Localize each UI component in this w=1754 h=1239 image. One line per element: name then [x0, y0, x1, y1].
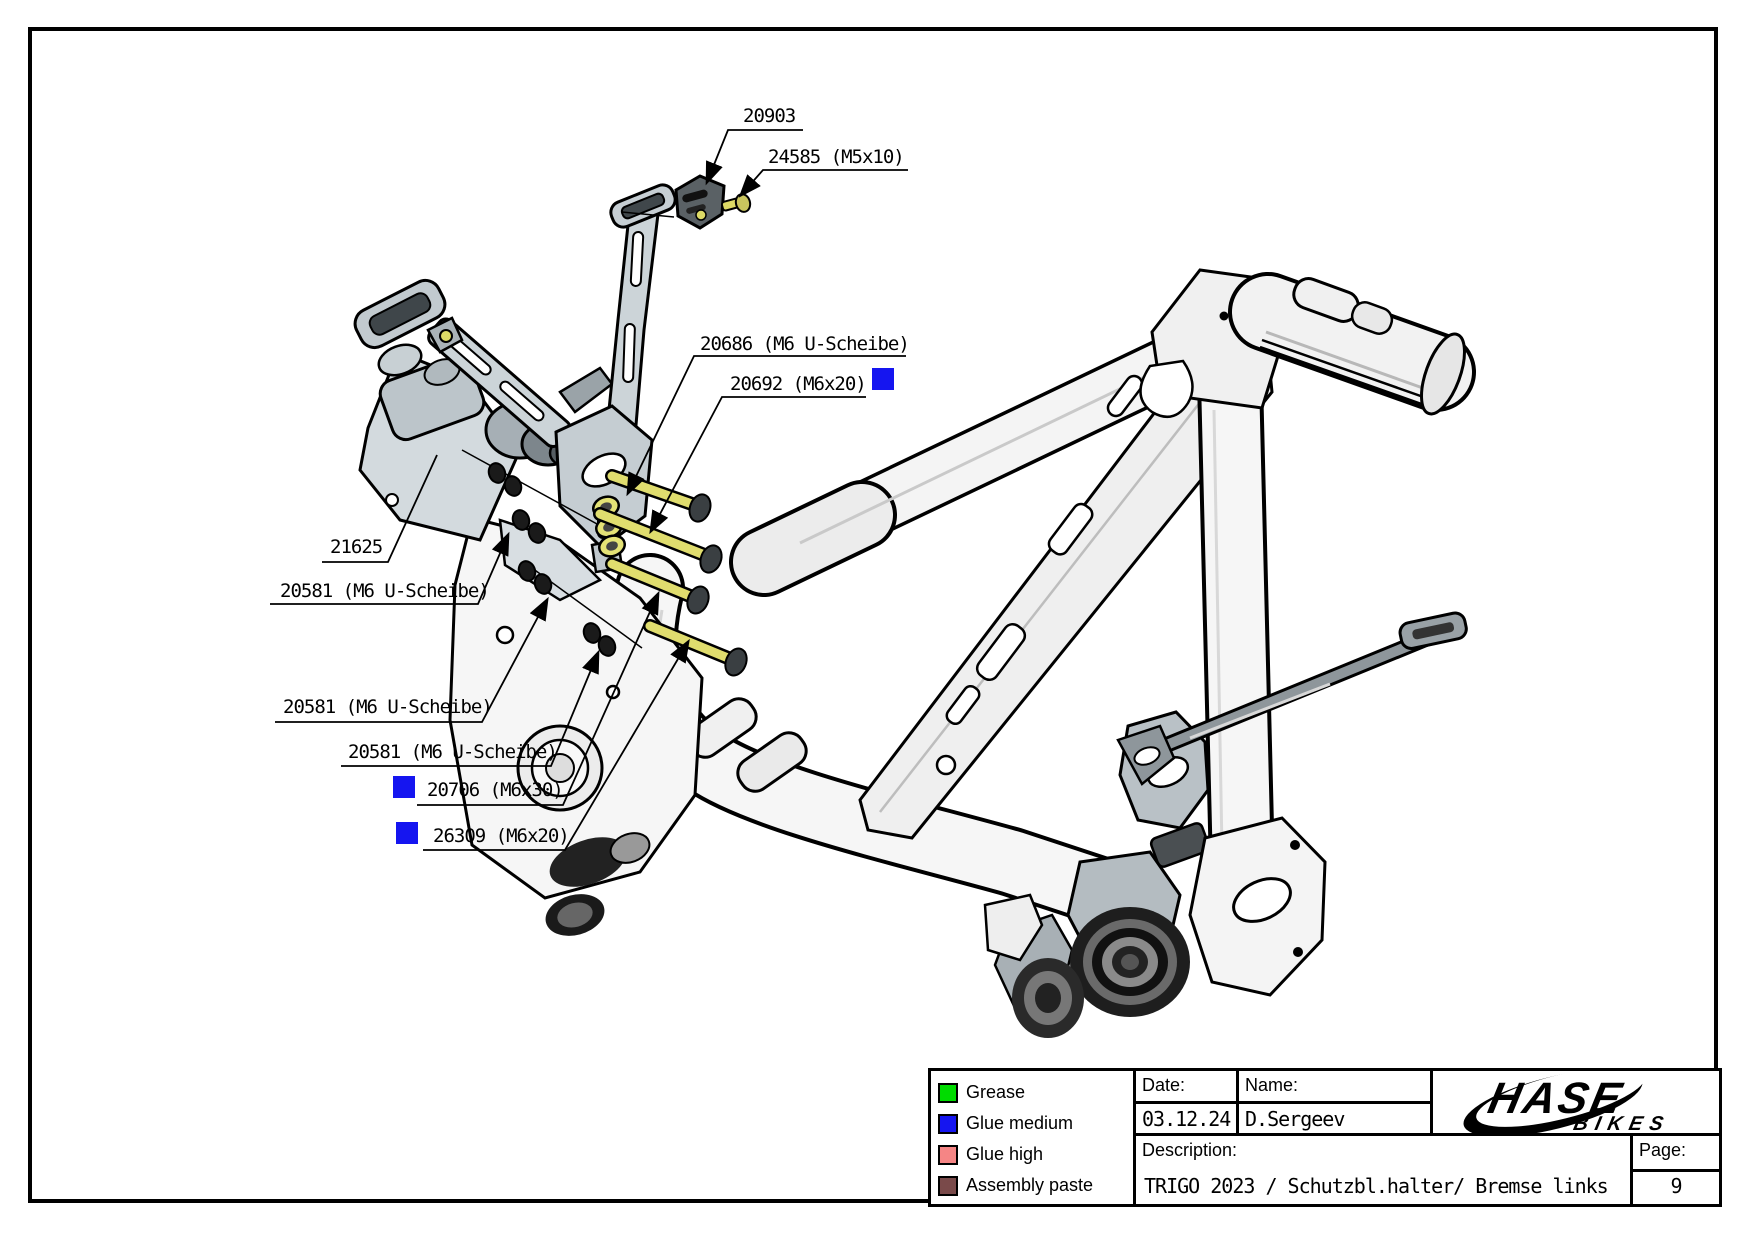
legend-label: Assembly paste	[966, 1175, 1094, 1195]
label-20903: 20903	[743, 105, 796, 127]
legend: Grease Glue medium Glue high Assembly pa…	[931, 1071, 1136, 1204]
glue-medium-swatch	[872, 368, 894, 390]
washers	[461, 449, 643, 657]
label-24585: 24585 (M5x10)	[768, 146, 904, 168]
legend-item-assembly-paste: Assembly paste	[931, 1170, 1133, 1201]
name-label: Name:	[1239, 1071, 1433, 1104]
mount-plate	[448, 516, 704, 936]
washer-pair	[487, 462, 523, 497]
description-value: TRIGO 2023 / Schutzbl.halter/ Bremse lin…	[1144, 1174, 1609, 1198]
rear-stay-arm	[1116, 611, 1468, 786]
legend-label: Grease	[966, 1082, 1026, 1102]
stay-foot-pad	[1398, 611, 1468, 650]
date-value: 03.12.24	[1136, 1104, 1239, 1136]
legend-item-glue-medium: Glue medium	[931, 1108, 1133, 1139]
legend-label: Glue high	[966, 1144, 1044, 1164]
washer-pair	[511, 509, 547, 544]
roller-rear	[736, 731, 808, 793]
label-21625: 21625	[330, 536, 382, 558]
label-20581-3: 20581 (M6 U-Scheibe)	[348, 741, 557, 763]
bracket-pad-top	[609, 183, 677, 229]
sheet-border	[28, 27, 1718, 1203]
hase-bikes-logo: HASE BIKES	[1463, 1066, 1672, 1137]
label-20581-2: 20581 (M6 U-Scheibe)	[283, 696, 492, 718]
description-label: Description:	[1142, 1140, 1238, 1160]
brand-sub: BIKES	[1571, 1113, 1672, 1133]
label-20692: 20692 (M6x20)	[730, 373, 866, 395]
glue-medium-swatch	[393, 776, 415, 798]
label-20706: 20706 (M6x30)	[427, 779, 563, 801]
legend-label: Glue medium	[966, 1113, 1074, 1133]
boom-tube-finned	[1228, 272, 1476, 416]
leader-lines	[270, 129, 908, 851]
bolt	[605, 557, 710, 615]
washer-pair	[517, 560, 553, 595]
washer-pair	[582, 622, 617, 657]
page-value: 9	[1670, 1174, 1682, 1198]
page-value-cell: 9	[1633, 1172, 1719, 1204]
legend-item-glue-high: Glue high	[931, 1139, 1133, 1170]
brand-logo: HASE BIKES	[1433, 1066, 1719, 1137]
screw-24585	[720, 193, 752, 213]
bracket-pad-left	[353, 278, 447, 350]
clamp-part-20903	[621, 174, 726, 230]
brand-name: HASE	[1484, 1074, 1629, 1122]
part-labels: 20903 24585 (M5x10) 20686 (M6 U-Scheibe)…	[280, 105, 910, 847]
name-value: D.Sergeev	[1239, 1104, 1433, 1136]
date-label: Date:	[1136, 1071, 1239, 1104]
bolts	[593, 469, 748, 677]
assembly-paste-color-swatch	[938, 1175, 958, 1196]
grease-color-swatch	[938, 1082, 958, 1103]
glue-medium-swatch	[396, 822, 418, 844]
bike-frame	[607, 268, 1476, 928]
label-20686: 20686 (M6 U-Scheibe)	[700, 333, 909, 355]
hub-assembly	[983, 816, 1327, 1038]
description-cell: Description: TRIGO 2023 / Schutzbl.halte…	[1136, 1136, 1633, 1204]
bolt	[605, 469, 712, 523]
label-20581-1: 20581 (M6 U-Scheibe)	[280, 580, 489, 602]
glue-medium-color-swatch	[938, 1113, 958, 1134]
legend-item-grease: Grease	[931, 1077, 1133, 1108]
title-block: Grease Glue medium Glue high Assembly pa…	[928, 1066, 1722, 1207]
glue-high-color-swatch	[938, 1144, 958, 1165]
page-label: Page:	[1633, 1136, 1719, 1172]
label-26309: 26309 (M6x20)	[433, 825, 569, 847]
